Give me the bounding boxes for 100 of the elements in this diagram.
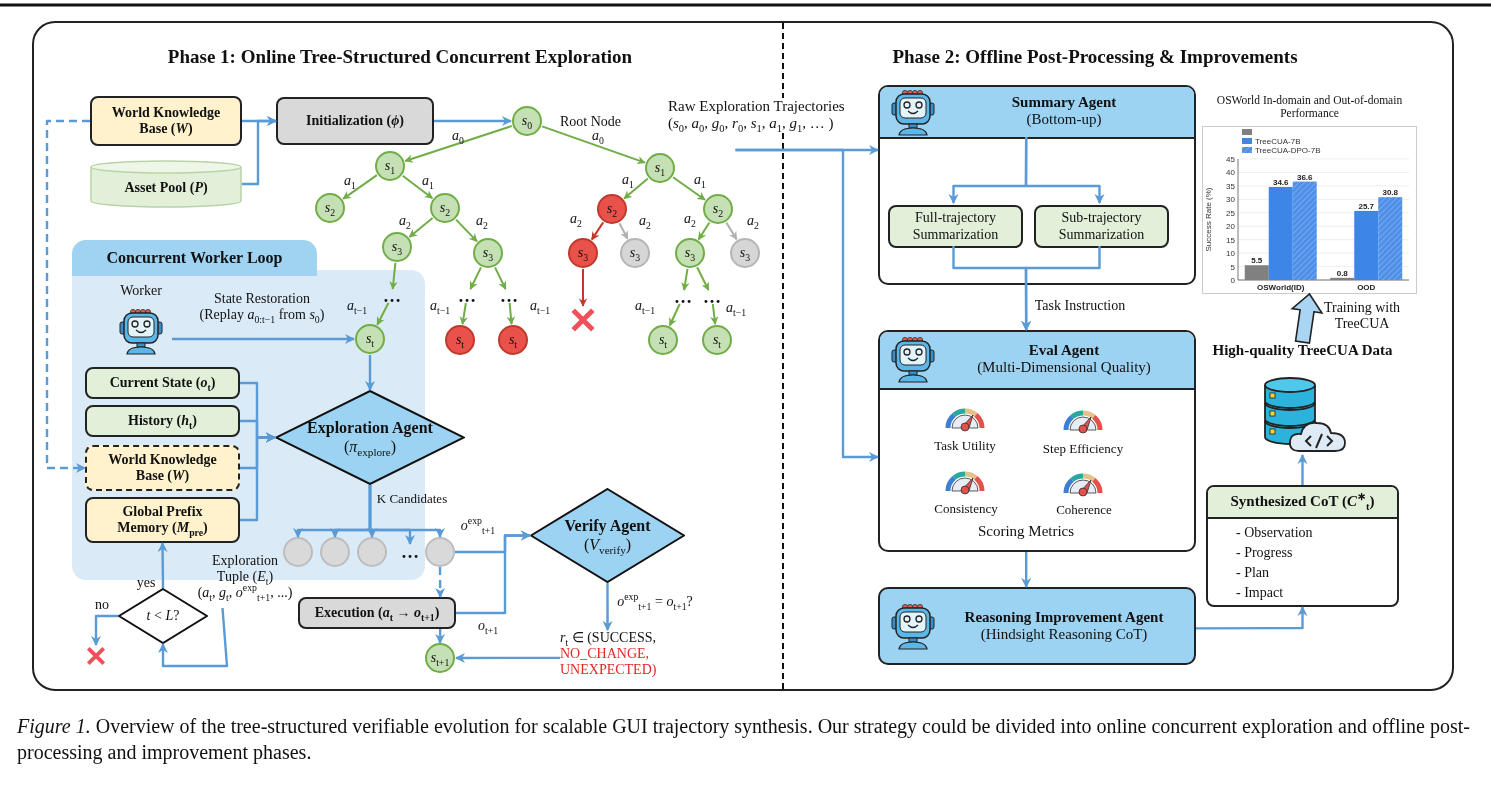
arrow [618,222,629,240]
ellipsis: … [703,291,721,303]
arrow [1196,606,1308,630]
arrow [435,629,446,644]
edge-label: a$_{2}$ [475,212,489,230]
edge-label: a$_{1}$ [421,172,435,190]
state-node [703,194,733,224]
agent-title: Eval Agent [1028,341,1100,359]
process-box [85,497,240,543]
edge-label: yes [135,574,157,592]
arrow [681,267,690,291]
ellipsis: … [500,290,518,302]
output-card [1206,485,1399,607]
arrow [455,652,560,663]
arrow [172,333,355,345]
edge-label: a$_{1}$ [621,171,635,189]
annotation-text: (s$_{0}$, a$_{0}$, g$_{0}$, r$_{0}$, s$_{1}$, a$_{1}$, g$_{1}$, … ) [668,115,834,133]
process-box [85,367,240,399]
arrow [157,542,168,588]
state-label: s$_{3}$ [629,244,641,262]
label-text: K Candidates [376,491,448,507]
state-node [425,643,455,673]
ellipsis: … [674,291,692,303]
edge-label: no [94,596,110,614]
axis-tick-label: 35 [1226,181,1235,191]
legend-label: TreeCUA-7B [1255,137,1301,146]
arrow [157,607,229,668]
arrow [1021,246,1101,331]
state-label: s$_{t}$ [455,331,465,349]
box-label: Current State (o$_{t}$) [109,374,216,392]
arrow [578,268,588,307]
box-label: Initialization (ϕ) [306,112,404,130]
arrow [672,176,706,201]
agent-title: Summary Agent [1011,93,1117,111]
state-label: s$_{t}$ [365,330,375,348]
state-node [568,238,598,268]
axis-tick-label: OSWorld(ID) [1257,283,1305,292]
arrow [434,115,512,127]
edge-label: a$_{0}$ [451,127,465,145]
state-label: s$_{1}$ [384,157,396,175]
edge-label: a$_{2}$ [746,212,760,230]
arrow [668,303,681,327]
edge-label: a$_{1}$ [693,171,707,189]
state-label: s$_{t}$ [712,331,722,349]
state-node [445,325,475,355]
data-label: 25.7 [1358,201,1375,211]
axis-tick-label: 45 [1226,155,1235,164]
agent-subtitle: (Multi-Dimensional Quality) [977,359,1151,377]
axis-tick-label: 5 [1230,262,1235,272]
cross-mark [569,306,597,334]
ellipsis: … [401,546,419,558]
arrow [408,217,434,238]
diamond-label: Exploration Agent [307,419,433,438]
process-box [1034,205,1169,248]
axis-tick-label: 40 [1226,168,1235,178]
box-label: Execution (a$_{t}$ → o$_{t+1}$) [314,604,440,622]
data-label: 34.6 [1272,177,1289,187]
axis-tick-label: 20 [1226,222,1235,232]
state-node [648,325,678,355]
agent-subtitle: (Bottom-up) [1026,111,1102,129]
arrow [389,261,398,290]
state-node [430,193,460,223]
label-text: Coherence [1056,502,1112,518]
box-label: World Knowledge Base (W) [110,104,222,138]
state-label: s$_{3}$ [577,244,589,262]
axis-tick-label: 0 [1230,276,1235,285]
card-title: Synthesized CoT (C$^{∗}$$_{t}$) [1230,493,1375,511]
state-label: s$_{2}$ [324,199,336,217]
cross-mark [85,645,107,667]
data-label: 5.5 [1251,256,1263,266]
process-box [90,96,242,146]
arrow [376,302,390,326]
panel-title: Concurrent Worker Loop [106,248,283,268]
state-node [315,193,345,223]
arrow [1297,454,1308,485]
arrow [494,266,507,290]
cylinder-label: Asset Pool (P) [124,179,208,197]
agent-title: Reasoning Improvement Agent [964,608,1164,626]
state-label: s$_{t}$ [658,331,668,349]
state-label: s$_{1}$ [654,159,666,177]
arrow [697,221,711,241]
edge-label: a$_{2}$ [683,210,697,228]
edge-label: Task Instruction [1033,297,1127,315]
label-text: Step Efficiency [1042,441,1124,457]
state-label: s$_{3}$ [482,244,494,262]
arrow [342,174,378,200]
state-node [473,238,503,268]
arrow [401,174,434,200]
box-label: Full-trajectory Summarization [911,210,1000,243]
box-label: World Knowledge Base (W) [107,451,218,485]
arrow [590,221,605,241]
arrow [735,148,879,463]
arrow [696,266,710,291]
list-item: - Observation [1236,524,1314,542]
box-label: Global Prefix Memory (M$_{pre}$) [116,503,209,537]
data-label: 0.8 [1336,268,1348,278]
edge-label: Training with TreeCUA [1322,299,1402,333]
list-item: - Plan [1236,564,1271,582]
state-node [512,106,542,136]
list-item: - Impact [1236,584,1285,602]
